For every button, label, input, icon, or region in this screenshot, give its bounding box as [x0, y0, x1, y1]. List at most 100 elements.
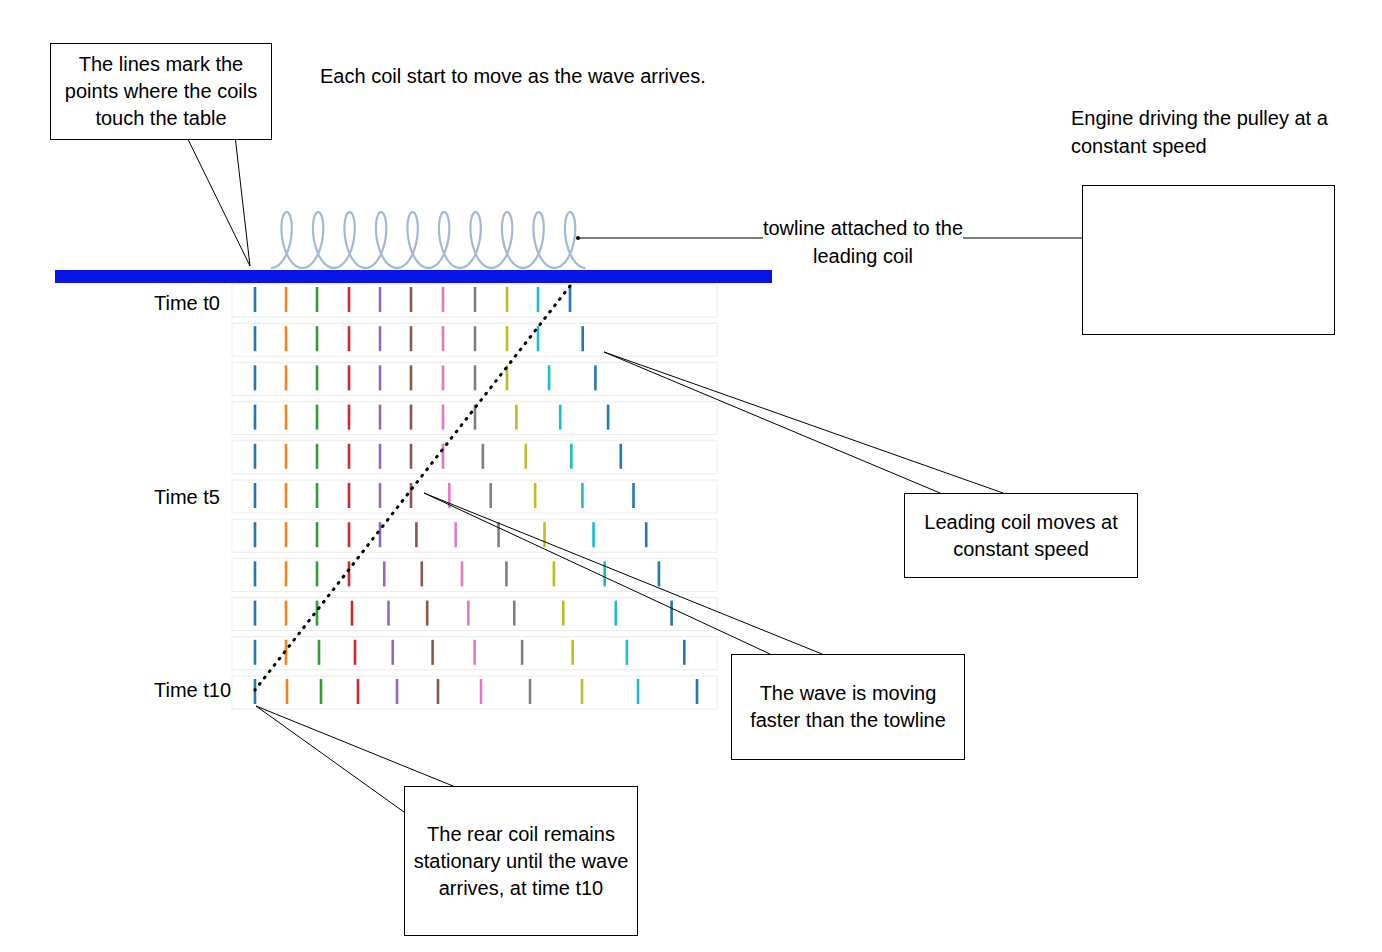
contact-tick: [318, 640, 321, 665]
time-row: [232, 323, 717, 356]
contact-tick: [379, 326, 382, 351]
contact-tick: [254, 287, 257, 312]
callout-box: The wave is moving faster than the towli…: [731, 654, 965, 760]
contact-tick: [645, 522, 648, 547]
contact-tick: [442, 444, 445, 469]
time-row: [232, 519, 717, 552]
contact-tick: [285, 287, 288, 312]
contact-tick: [286, 679, 289, 704]
contact-tick: [431, 640, 434, 665]
contact-tick: [348, 365, 351, 390]
contact-tick: [420, 561, 423, 586]
contact-tick: [570, 444, 573, 469]
contact-tick: [348, 444, 351, 469]
contact-tick: [489, 483, 492, 508]
time-row: [232, 284, 717, 317]
note-text: Each coil start to move as the wave arri…: [320, 62, 706, 90]
contact-tick: [348, 561, 351, 586]
contact-tick: [254, 326, 257, 351]
time-row: [232, 480, 717, 513]
contact-tick: [467, 601, 470, 626]
contact-tick: [316, 326, 319, 351]
contact-tick: [442, 405, 445, 430]
contact-tick: [614, 601, 617, 626]
contact-tick: [316, 483, 319, 508]
contact-tick: [285, 561, 288, 586]
time-row: [232, 637, 717, 670]
leader-line: [256, 706, 453, 786]
contact-tick: [316, 287, 319, 312]
contact-tick: [626, 640, 629, 665]
callout-text: The rear coil remains stationary until t…: [405, 817, 637, 906]
contact-tick: [473, 640, 476, 665]
contact-tick: [553, 561, 556, 586]
contact-tick: [603, 561, 606, 586]
contact-tick: [559, 405, 562, 430]
contact-tick: [569, 287, 572, 312]
contact-tick: [285, 483, 288, 508]
contact-tick: [410, 326, 413, 351]
contact-tick: [285, 365, 288, 390]
contact-tick: [379, 483, 382, 508]
contact-tick: [506, 326, 509, 351]
contact-tick: [537, 287, 540, 312]
time-label: Time t5: [154, 483, 220, 511]
contact-tick: [482, 444, 485, 469]
contact-tick: [316, 444, 319, 469]
contact-tick: [285, 326, 288, 351]
wave-front-line: [255, 286, 570, 690]
engine-heading: Engine driving the pulley at a constant …: [1071, 104, 1371, 160]
contact-tick: [562, 601, 565, 626]
contact-tick: [316, 561, 319, 586]
time-label: Time t10: [154, 676, 231, 704]
contact-tick: [592, 522, 595, 547]
contact-tick: [379, 287, 382, 312]
contact-tick: [632, 483, 635, 508]
contact-tick: [410, 405, 413, 430]
contact-tick: [524, 444, 527, 469]
callout-text: Leading coil moves at constant speed: [905, 505, 1137, 567]
contact-tick: [537, 326, 540, 351]
contact-tick: [316, 601, 319, 626]
contact-tick: [254, 640, 257, 665]
callout-box: The lines mark the points where the coil…: [50, 43, 272, 140]
contact-tick: [379, 405, 382, 430]
contact-tick: [506, 287, 509, 312]
contact-tick: [513, 601, 516, 626]
contact-tick: [254, 561, 257, 586]
leader-line: [424, 493, 822, 654]
contact-tick: [581, 483, 584, 508]
contact-tick: [410, 444, 413, 469]
contact-tick: [515, 405, 518, 430]
contact-tick: [410, 365, 413, 390]
contact-tick: [683, 640, 686, 665]
callout-box: The rear coil remains stationary until t…: [404, 786, 638, 936]
contact-tick: [396, 679, 399, 704]
towline-end: [576, 236, 580, 240]
contact-tick: [254, 522, 257, 547]
contact-tick: [348, 287, 351, 312]
contact-tick: [474, 405, 477, 430]
callout-text: The wave is moving faster than the towli…: [732, 676, 964, 738]
leader-line: [182, 127, 250, 266]
leader-line: [234, 127, 250, 266]
contact-tick: [619, 444, 622, 469]
contact-tick: [316, 365, 319, 390]
contact-tick: [254, 405, 257, 430]
contact-tick: [474, 365, 477, 390]
contact-tick: [387, 601, 390, 626]
contact-tick: [442, 326, 445, 351]
contact-tick: [254, 483, 257, 508]
contact-tick: [497, 522, 500, 547]
contact-tick: [581, 679, 584, 704]
time-rows: [232, 284, 717, 709]
contact-tick: [320, 679, 323, 704]
leader-lines: [182, 127, 1003, 812]
contact-tick: [410, 287, 413, 312]
contact-tick: [474, 326, 477, 351]
contact-tick: [348, 483, 351, 508]
callout-box: Leading coil moves at constant speed: [904, 493, 1138, 578]
contact-tick: [316, 522, 319, 547]
contact-tick: [534, 483, 537, 508]
